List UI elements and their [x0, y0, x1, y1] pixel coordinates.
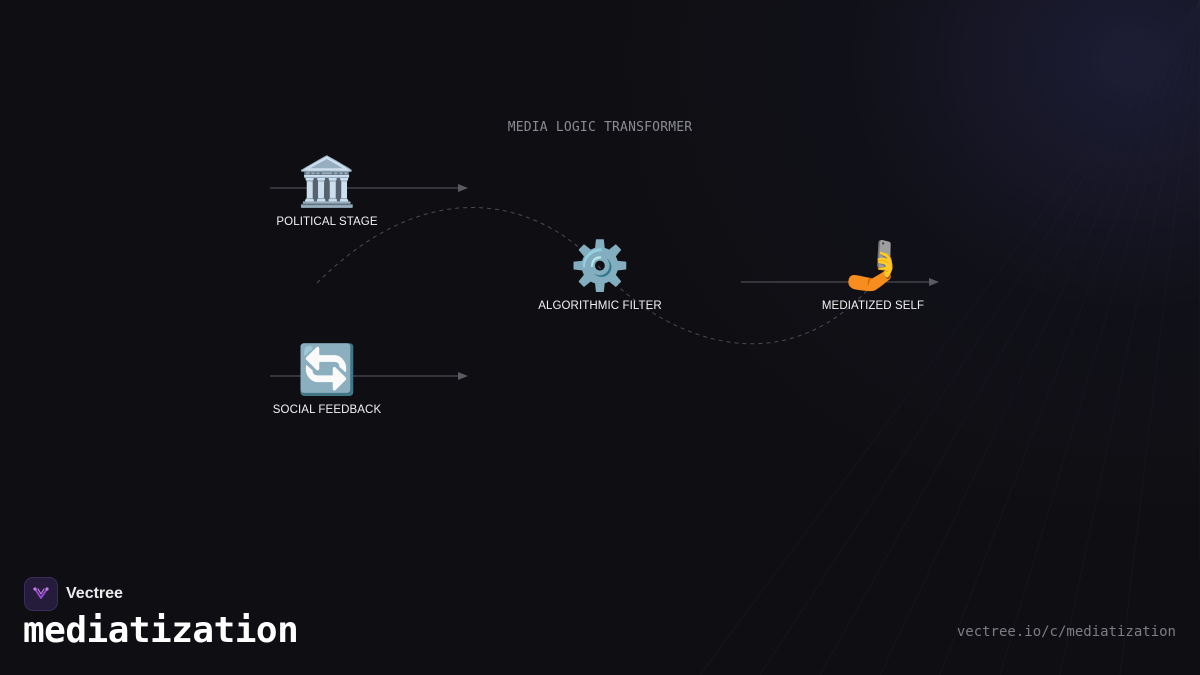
- classical-building-icon: 🏛️: [297, 154, 357, 210]
- node-label: MEDIATIZED SELF: [821, 300, 925, 312]
- brand-name: Vectree: [66, 585, 123, 602]
- node-mediatized-self: 🤳 MEDIATIZED SELF: [773, 238, 973, 312]
- gear-icon: ⚙️: [570, 238, 630, 294]
- page-title: mediatization: [23, 610, 299, 651]
- counterclockwise-arrows-icon: 🔄: [297, 342, 357, 398]
- node-label: POLITICAL STAGE: [276, 216, 378, 228]
- node-label: ALGORITHMIC FILTER: [538, 300, 662, 312]
- selfie-icon: 🤳: [843, 238, 903, 294]
- node-algorithmic-filter: ⚙️ ALGORITHMIC FILTER: [500, 238, 700, 312]
- dashed-flow-curve: [316, 207, 874, 345]
- diagram-title: MEDIA LOGIC TRANSFORMER: [507, 120, 693, 135]
- page-url-link[interactable]: vectree.io/c/mediatization: [956, 624, 1176, 640]
- node-political-stage: 🏛️ POLITICAL STAGE: [227, 154, 427, 228]
- brand[interactable]: Vectree: [24, 577, 123, 611]
- node-social-feedback: 🔄 SOCIAL FEEDBACK: [227, 342, 427, 416]
- vectree-logo-icon: [24, 577, 58, 611]
- node-label: SOCIAL FEEDBACK: [272, 404, 382, 416]
